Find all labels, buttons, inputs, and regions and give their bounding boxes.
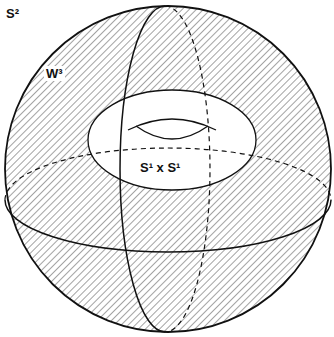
- solid-ball: [5, 6, 331, 332]
- region-label: W³: [44, 66, 65, 81]
- torus-inner-lower: [136, 126, 208, 139]
- sphere-label: S²: [4, 6, 21, 21]
- equator-back: [5, 148, 331, 200]
- torus-inner-upper: [128, 119, 216, 130]
- torus-label: S¹ x S¹: [138, 160, 182, 175]
- torus-outer: [88, 90, 256, 190]
- sphere-outline: [5, 6, 331, 332]
- equator-front: [5, 200, 331, 252]
